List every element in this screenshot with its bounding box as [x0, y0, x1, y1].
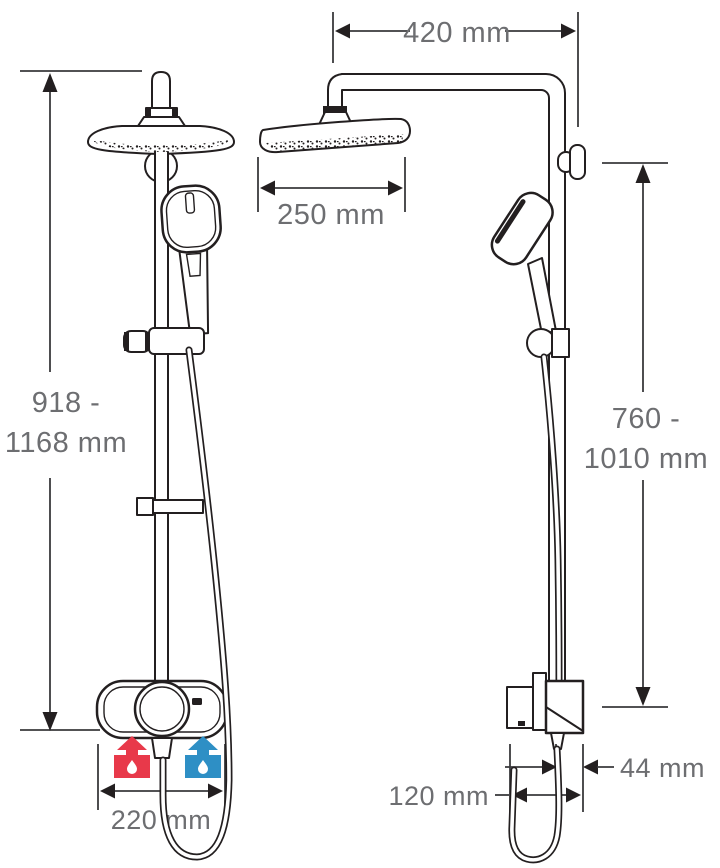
- arrow-right-icon: [566, 787, 581, 803]
- dimension-arm-reach: 420 mm: [332, 12, 579, 127]
- water-drop-icon: [198, 760, 208, 774]
- arrow-left-icon: [260, 180, 275, 196]
- arrow-right-icon: [388, 180, 403, 196]
- brand-logo: [192, 698, 202, 705]
- dimension-label: 250 mm: [277, 199, 385, 231]
- water-drop-icon: [127, 760, 137, 774]
- hand-shower-side: [490, 191, 554, 266]
- holder-ring-side: [526, 328, 556, 358]
- arrow-left-icon: [512, 787, 527, 803]
- hoses: [159, 346, 563, 864]
- dimension-label-line2: 1010 mm: [584, 443, 708, 475]
- dimension-valve-depth: 120 mm: [388, 744, 584, 812]
- valve-outlet: [151, 737, 173, 759]
- arrow-up-icon: [635, 164, 651, 183]
- side-view: [259, 73, 586, 750]
- dimension-head-width: 250 mm: [257, 157, 406, 231]
- valve-outlet-side: [550, 732, 565, 750]
- dimension-label: 44 mm: [620, 753, 705, 783]
- wall-bracket: [569, 144, 586, 180]
- arrow-right-icon: [561, 23, 576, 39]
- pipe-top: [151, 71, 171, 114]
- arrow-up-icon: [42, 73, 58, 92]
- holder-bracket-side: [551, 328, 570, 358]
- dimension-total-height: 918 - 1168 mm: [5, 70, 142, 731]
- head-nut-side: [323, 106, 347, 114]
- valve-plate-side: [532, 672, 547, 731]
- arrow-right-icon: [208, 783, 223, 799]
- pipe-clamp-tab: [136, 497, 154, 516]
- dimension-label-line1: 918 -: [32, 387, 101, 419]
- spray-face-front: [93, 140, 229, 152]
- dimension-label: 120 mm: [388, 781, 489, 811]
- pipe-clamp: [152, 499, 204, 514]
- dimension-valve-width: 220 mm: [97, 744, 226, 835]
- shower-arm-outer: [341, 73, 566, 682]
- dimension-label: 420 mm: [403, 17, 511, 49]
- arrow-right-icon: [542, 759, 557, 775]
- arrow-left-icon: [335, 23, 350, 39]
- shower-arm-inner: [341, 89, 550, 682]
- hand-shower-front: [160, 184, 222, 336]
- cold-water-inlet-icon: [185, 736, 221, 778]
- spray-face-side: [266, 134, 404, 151]
- dimension-label-line1: 760 -: [612, 403, 681, 435]
- front-view: [87, 71, 235, 759]
- valve-body-side: [544, 679, 585, 735]
- dimension-wall-offset: 44 mm: [505, 744, 705, 783]
- arrow-left-icon: [583, 759, 598, 775]
- slider-holder: [148, 327, 205, 355]
- dimension-label-line2: 1168 mm: [5, 427, 127, 459]
- dimension-rail-height: 760 - 1010 mm: [584, 162, 708, 708]
- arrow-down-icon: [635, 687, 651, 706]
- hot-water-inlet-icon: [114, 736, 150, 778]
- arrow-left-icon: [100, 783, 115, 799]
- hand-shower-face: [160, 184, 222, 254]
- control-knob: [133, 680, 191, 738]
- arrow-down-icon: [42, 712, 58, 731]
- handle-button: [185, 252, 202, 277]
